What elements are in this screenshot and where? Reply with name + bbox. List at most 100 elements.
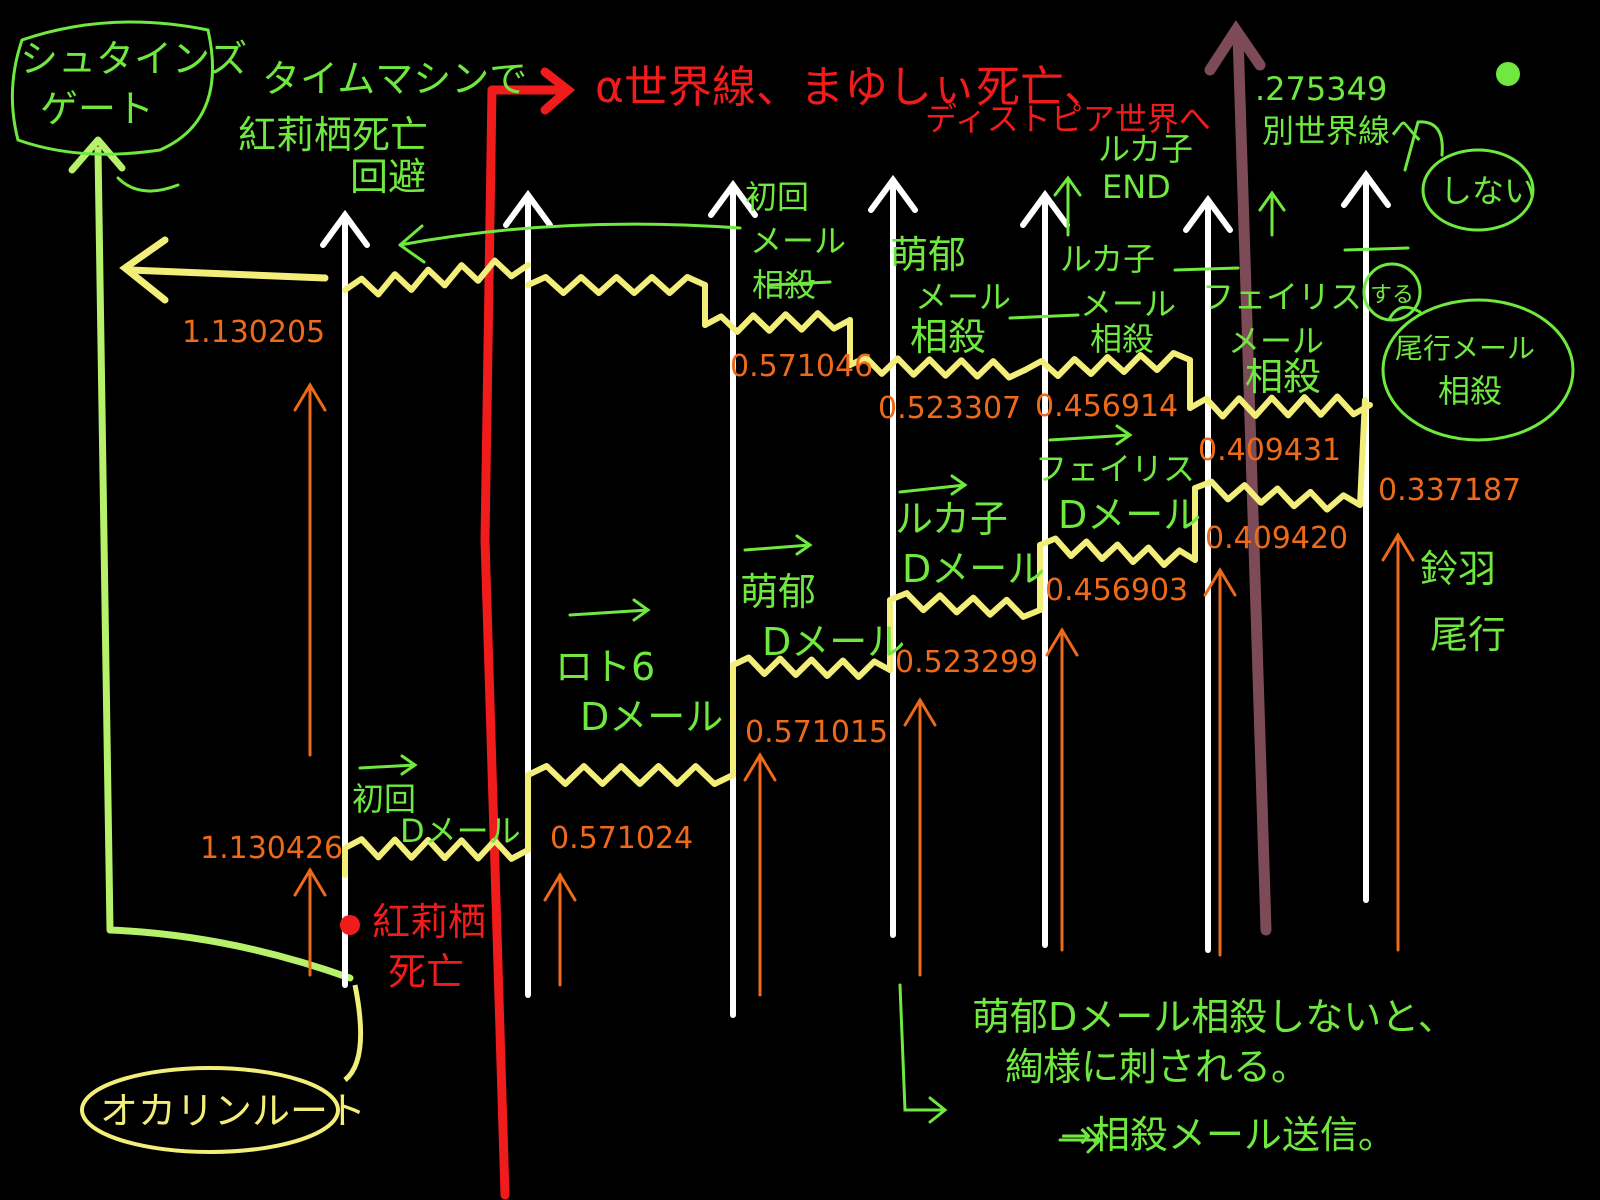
steins-gate-bubble	[10, 20, 215, 156]
luka-dmail-2: Dメール	[902, 547, 1045, 591]
orange-arrowhead-5	[903, 697, 937, 727]
return-arrow	[119, 236, 329, 304]
first-dmail-2: Dメール	[400, 812, 521, 850]
loto6-2: Dメール	[580, 695, 723, 739]
divergence-numbers: 1.130205 1.130426 0.571046 0.571024 0.57…	[182, 315, 1521, 866]
faris-dmail-2: Dメール	[1058, 493, 1201, 537]
divergence-transition-13	[525, 763, 736, 787]
orange-arrowhead-8	[1381, 532, 1415, 562]
kurisu-dead-1: 紅莉栖	[372, 900, 486, 944]
divergence-0523307: 0.523307	[878, 391, 1021, 426]
steins-gate-text-2: ゲート	[40, 87, 154, 131]
okarin-route-text: オカリンルート	[100, 1089, 366, 1133]
divergence-1130205: 1.130205	[182, 315, 325, 350]
moeka-cancel-3: 相殺	[910, 315, 986, 359]
divergence-transition-19	[1037, 535, 1198, 568]
okabe-cancel-1: 尾行メール	[1395, 332, 1535, 365]
red-text: α世界線、まゆしぃ死亡、 ディストピア世界へ 紅莉栖 死亡	[372, 62, 1211, 994]
divergence-transition-11	[342, 836, 531, 862]
worldline-arrowhead-2	[503, 189, 553, 228]
orange-arrowhead-2	[293, 382, 327, 412]
steins-gate-route-line	[68, 136, 354, 982]
divergence-0571015: 0.571015	[745, 715, 888, 750]
green-annotations	[116, 120, 1575, 1154]
divergence-0409420: 0.409420	[1205, 521, 1348, 556]
green-dot	[1496, 62, 1520, 86]
moeka-dmail-2: Dメール	[762, 620, 905, 664]
divergence-0571024: 0.571024	[550, 821, 693, 856]
loto6-1: ロト6	[555, 645, 655, 689]
first-dmail-1: 初回	[352, 780, 416, 818]
orange-arrowhead-7	[1203, 567, 1237, 597]
luka-cancel-2: メール	[1080, 285, 1176, 323]
other-line-num: .275349	[1255, 70, 1387, 108]
faris-dmail-1: フェイリス	[1035, 450, 1195, 488]
suru-text: する	[1370, 283, 1414, 308]
divergence-transition-1	[342, 257, 531, 298]
worldline-arrowhead-1	[320, 209, 370, 248]
okabe-cancel-2: 相殺	[1438, 372, 1502, 410]
divergence-transition-6	[847, 354, 1028, 381]
worldline-arrowhead-4	[868, 174, 918, 213]
divergence-transition-2	[525, 274, 708, 296]
faris-cancel-3: 相殺	[1245, 355, 1321, 399]
first-mail-cancel-1: 初回	[745, 178, 809, 216]
divergence-transition-4	[702, 310, 853, 335]
moeka-cancel-2: メール	[915, 278, 1011, 316]
divergence-0456914: 0.456914	[1035, 389, 1178, 424]
yellow-text: オカリンルート	[100, 1089, 366, 1133]
luka-end-text-2: END	[1102, 168, 1171, 206]
moeka-cancel-1: 萌郁	[890, 233, 966, 277]
divergence-0337187: 0.337187	[1378, 473, 1521, 508]
green-text: シュタインズ ゲート タイムマシンで 紅莉栖死亡 回避 ルカ子 END .275…	[20, 37, 1536, 1157]
divergence-transition-21	[1192, 478, 1363, 513]
okarin-route-bubble	[80, 1066, 340, 1154]
suzuha-1: 鈴羽	[1420, 547, 1496, 591]
divergence-0571046: 0.571046	[730, 349, 873, 384]
note-line-2: 綯様に刺される。	[1005, 1045, 1309, 1089]
other-worldline-arrow	[1204, 20, 1272, 936]
worldline-arrowhead-7	[1341, 169, 1391, 208]
orange-arrowhead-3	[543, 872, 577, 902]
other-line-text: 別世界線へ	[1262, 112, 1422, 150]
divergence-0523299: 0.523299	[895, 645, 1038, 680]
divergence-transition-22	[1357, 397, 1368, 508]
first-mail-cancel-2: メール	[750, 222, 846, 260]
worldline-arrowhead-5	[1020, 189, 1070, 228]
orange-arrowhead-4	[743, 752, 777, 782]
moeka-dmail-1: 萌郁	[740, 570, 816, 614]
luka-dmail-1: ルカ子	[895, 497, 1008, 541]
divergence-0409431: 0.409431	[1198, 433, 1341, 468]
divergence-transition-15	[730, 654, 893, 680]
divergence-transition-7	[1022, 350, 1193, 379]
kurisu-avoid-text-1: 紅莉栖死亡	[238, 113, 428, 157]
orange-arrowhead-1	[293, 867, 327, 897]
alpha-worldline-line	[480, 67, 576, 1200]
faris-cancel-1: フェイリス	[1202, 278, 1362, 316]
note-line-1: 萌郁Dメール相殺しないと、	[972, 995, 1456, 1039]
orange-arrowhead-6	[1045, 627, 1079, 657]
note-line-3: →相殺メール送信。	[1060, 1113, 1396, 1157]
divergence-1130426: 1.130426	[200, 831, 343, 866]
worldline-arrowhead-6	[1183, 194, 1233, 233]
steins-gate-text-1: シュタインズ	[20, 37, 247, 81]
alpha-line-text: α世界線、まゆしぃ死亡、	[595, 62, 1108, 113]
faris-cancel-2: メール	[1228, 322, 1324, 360]
dystopia-text: ディストピア世界へ	[925, 100, 1211, 138]
okarin-route-line	[343, 984, 364, 1082]
suzuha-2: 尾行	[1430, 613, 1506, 657]
kurisu-avoid-text-2: 回避	[350, 155, 426, 199]
luka-cancel-3: 相殺	[1090, 320, 1154, 358]
luka-cancel-1: ルカ子	[1060, 240, 1155, 278]
divergence-0456903: 0.456903	[1045, 573, 1188, 608]
worldline-arrowhead-3	[708, 179, 758, 218]
kurisu-death-dot	[340, 915, 360, 935]
kurisu-dead-2: 死亡	[388, 950, 464, 994]
divergence-transition-9	[1187, 393, 1373, 420]
first-mail-cancel-3: 相殺	[752, 266, 816, 304]
luka-end-text-1: ルカ子	[1098, 130, 1193, 168]
divergence-transition-17	[887, 590, 1043, 620]
time-machine-text: タイムマシンで	[262, 57, 527, 101]
shinai-text: しない	[1440, 172, 1536, 210]
